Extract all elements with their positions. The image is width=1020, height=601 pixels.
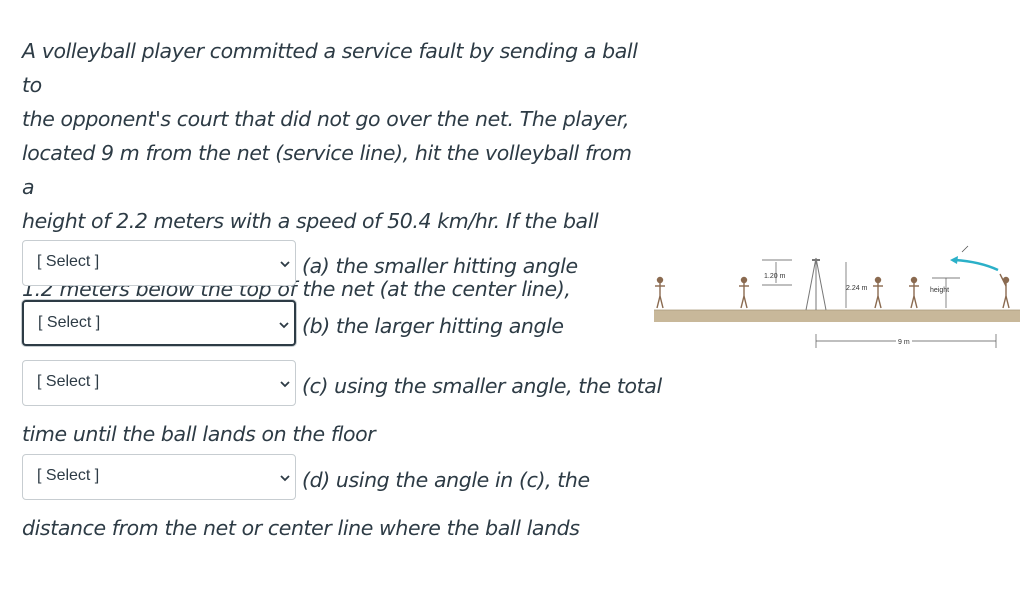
net-drop-dimension [762, 259, 792, 286]
chevron-down-icon [280, 381, 290, 388]
select-a-label: (a) the smaller hitting angle [302, 254, 578, 278]
question-text: A volleyball player committed a service … [22, 34, 642, 340]
angle-line [961, 245, 969, 253]
player-figure [873, 276, 883, 309]
select-d-dropdown[interactable]: [ Select ] [22, 454, 296, 500]
select-b-dropdown[interactable]: [ Select ] [22, 300, 296, 346]
chevron-down-icon [280, 475, 290, 482]
select-d-value: [ Select ] [37, 467, 100, 484]
player-figure [655, 276, 665, 309]
ball-trajectory [954, 258, 999, 272]
question-line: located 9 m from the net (service line),… [22, 141, 632, 199]
select-b-value: [ Select ] [38, 314, 101, 331]
volleyball-court-figure: 1.20 m 2.24 m height 9 m [654, 245, 1020, 348]
distance-dimension [815, 334, 997, 348]
select-d-continuation: distance from the net or center line whe… [22, 516, 580, 540]
hit-height-dimension [932, 277, 960, 308]
select-c-label: (c) using the smaller angle, the total [302, 374, 662, 398]
net-height-label: 2.24 m [846, 285, 868, 292]
question-line: A volleyball player committed a service … [22, 39, 638, 97]
select-b-label: (b) the larger hitting angle [302, 314, 564, 338]
court-floor [654, 310, 1020, 322]
player-figure [909, 276, 919, 309]
select-c-value: [ Select ] [37, 373, 100, 390]
trajectory-arrow-icon [950, 256, 958, 264]
server-player-figure [999, 273, 1010, 309]
volleyball-net [805, 257, 827, 311]
distance-label: 9 m [898, 339, 910, 346]
player-figure [739, 276, 749, 309]
select-c-dropdown[interactable]: [ Select ] [22, 360, 296, 406]
select-a-value: [ Select ] [37, 253, 100, 270]
select-a-dropdown[interactable]: [ Select ] [22, 240, 296, 286]
select-c-continuation: time until the ball lands on the floor [22, 422, 376, 446]
question-line: the opponent's court that did not go ove… [22, 107, 630, 131]
hit-height-label: height [930, 287, 949, 294]
chevron-down-icon [280, 261, 290, 268]
chevron-down-icon [279, 322, 289, 329]
net-drop-label: 1.20 m [764, 273, 786, 280]
select-d-label: (d) using the angle in (c), the [302, 468, 590, 492]
